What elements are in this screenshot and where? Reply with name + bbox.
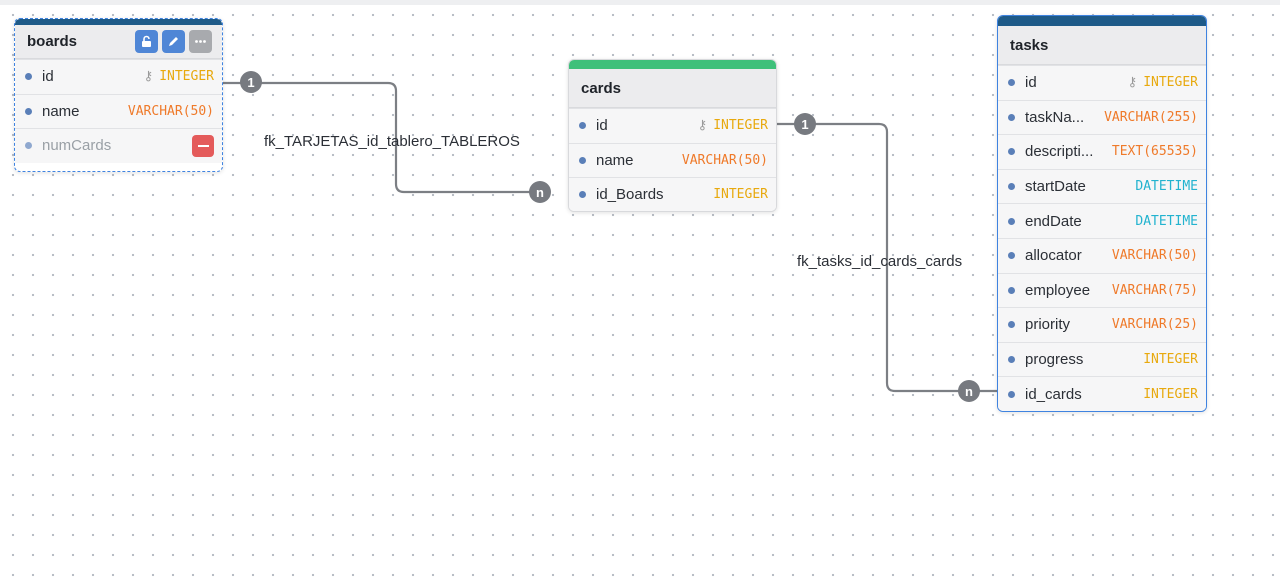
field-type: DATETIME <box>1135 213 1198 229</box>
field-dot-icon <box>1008 390 1015 398</box>
field-name: id_cards <box>1025 385 1082 403</box>
field-row[interactable]: id ⚷ INTEGER <box>569 108 776 143</box>
key-icon: ⚷ <box>697 118 708 134</box>
field-row[interactable]: startDate DATETIME <box>998 168 1206 204</box>
table-title: cards <box>581 79 622 97</box>
table-title: boards <box>27 33 78 50</box>
field-type: VARCHAR(50) <box>1111 248 1198 264</box>
top-toolbar-strip <box>0 0 1280 5</box>
edge-cards-tasks <box>777 122 997 393</box>
field-dot-icon <box>579 156 586 164</box>
relation-label[interactable]: fk_tasks_id_cards_cards <box>797 253 963 270</box>
table-color-bar <box>569 60 776 69</box>
field-name: descripti... <box>1025 143 1094 161</box>
field-dot-icon <box>25 107 32 115</box>
field-type: VARCHAR(50) <box>127 103 214 119</box>
more-icon[interactable] <box>189 30 212 53</box>
pencil-icon[interactable] <box>162 30 185 53</box>
field-row[interactable]: name VARCHAR(50) <box>569 142 776 178</box>
field-name: endDate <box>1025 212 1082 230</box>
field-name: name <box>596 151 634 169</box>
table-color-bar <box>15 19 222 25</box>
field-name: taskNa... <box>1025 108 1085 126</box>
field-dot-icon <box>25 142 32 150</box>
field-dot-icon <box>579 191 586 199</box>
unlock-icon[interactable] <box>135 30 158 53</box>
table-color-bar <box>998 16 1206 26</box>
field-row[interactable]: name VARCHAR(50) <box>15 93 222 129</box>
field-dot-icon <box>579 122 586 130</box>
field-dot-icon <box>1008 286 1015 294</box>
table-title: tasks <box>1010 36 1049 54</box>
table-header[interactable]: tasks <box>998 26 1206 65</box>
cardinality-many-marker: n <box>958 380 980 402</box>
field-name: employee <box>1025 281 1091 299</box>
field-name: allocator <box>1025 247 1082 265</box>
field-name: id <box>1025 74 1037 92</box>
field-name: progress <box>1025 351 1084 369</box>
field-type: INTEGER <box>159 69 214 85</box>
table-tasks[interactable]: tasks id ⚷ INTEGER taskNa... VARCHAR(255… <box>997 15 1207 412</box>
field-name: startDate <box>1025 178 1086 196</box>
field-type: INTEGER <box>1143 352 1198 368</box>
field-row[interactable]: descripti... TEXT(65535) <box>998 134 1206 169</box>
field-type: VARCHAR(25) <box>1111 317 1198 333</box>
cardinality-one-marker: 1 <box>240 71 262 93</box>
key-icon: ⚷ <box>1127 75 1138 91</box>
field-row[interactable]: id_cards INTEGER <box>998 376 1206 411</box>
field-type: VARCHAR(255) <box>1104 109 1198 125</box>
field-name: priority <box>1025 316 1071 334</box>
field-name: name <box>42 102 80 120</box>
field-dot-icon <box>1008 183 1015 191</box>
field-row[interactable]: priority VARCHAR(25) <box>998 307 1206 342</box>
field-type: VARCHAR(50) <box>681 152 768 168</box>
field-row[interactable]: id ⚷ INTEGER <box>998 65 1206 100</box>
field-name: id_Boards <box>596 186 664 204</box>
field-row[interactable]: allocator VARCHAR(50) <box>998 237 1206 273</box>
cardinality-one-marker: 1 <box>794 113 816 135</box>
field-name: id <box>596 117 608 135</box>
field-dot-icon <box>25 73 32 81</box>
field-dot-icon <box>1008 252 1015 260</box>
field-row[interactable]: employee VARCHAR(75) <box>998 272 1206 308</box>
key-icon: ⚷ <box>143 69 154 85</box>
field-row[interactable]: id_Boards INTEGER <box>569 177 776 211</box>
field-dot-icon <box>1008 148 1015 156</box>
field-type: TEXT(65535) <box>1111 144 1198 160</box>
field-dot-icon <box>1008 217 1015 225</box>
field-type: VARCHAR(75) <box>1111 282 1198 298</box>
field-type: INTEGER <box>713 187 768 203</box>
field-dot-icon <box>1008 321 1015 329</box>
relation-label[interactable]: fk_TARJETAS_id_tablero_TABLEROS <box>264 133 520 150</box>
table-cards[interactable]: cards id ⚷ INTEGER name VARCHAR(50) id_B… <box>568 59 777 212</box>
minus-icon[interactable] <box>192 134 214 157</box>
field-type: DATETIME <box>1135 179 1198 195</box>
field-dot-icon <box>1008 356 1015 364</box>
cardinality-many-marker: n <box>529 181 551 203</box>
field-name: numCards <box>42 137 112 155</box>
field-type: INTEGER <box>713 118 768 134</box>
table-header[interactable]: cards <box>569 69 776 108</box>
field-row[interactable]: id ⚷ INTEGER <box>15 59 222 94</box>
field-type: INTEGER <box>1143 75 1198 91</box>
table-boards[interactable]: boards id ⚷ INTEGER name VARCHAR(50 <box>14 18 223 172</box>
edge-boards-cards <box>223 81 539 194</box>
field-row[interactable]: numCards <box>15 128 222 163</box>
field-row[interactable]: progress INTEGER <box>998 341 1206 377</box>
field-row[interactable]: endDate DATETIME <box>998 203 1206 238</box>
field-row[interactable]: taskNa... VARCHAR(255) <box>998 99 1206 135</box>
field-type: INTEGER <box>1143 386 1198 402</box>
field-dot-icon <box>1008 113 1015 121</box>
table-header[interactable]: boards <box>15 25 222 59</box>
field-dot-icon <box>1008 79 1015 87</box>
field-name: id <box>42 68 54 86</box>
